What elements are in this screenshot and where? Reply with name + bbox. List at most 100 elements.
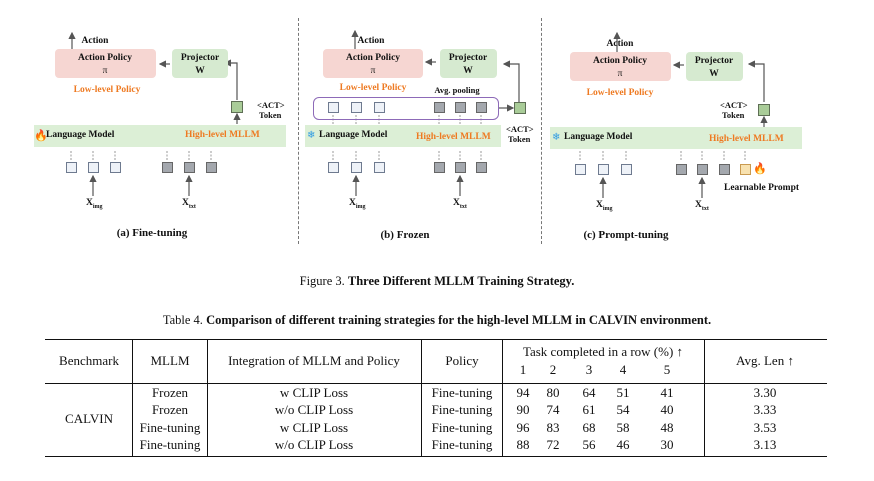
language-model-bar xyxy=(305,125,501,147)
text-token xyxy=(162,162,173,173)
action-policy-label: Action Policy xyxy=(592,56,648,66)
act-token-label: <ACT> xyxy=(720,100,748,110)
image-token xyxy=(598,164,609,175)
table-cell-avg-len: 3.53 xyxy=(753,420,777,435)
avg-pooling-box xyxy=(313,97,499,120)
results-table: Benchmark MLLM Integration of MLLM and P… xyxy=(45,339,827,458)
header-task-completed: Task completed in a row (%) ↑ xyxy=(522,344,684,359)
action-label: Action xyxy=(606,39,634,49)
panel-b-caption: (b) Frozen xyxy=(380,229,430,241)
table-cell-integration: w CLIP Loss xyxy=(279,385,349,400)
table-cell-mllm: Frozen xyxy=(151,385,189,400)
x-img-label: Ximg xyxy=(86,198,103,210)
header-avg-len: Avg. Len ↑ xyxy=(736,353,794,368)
low-level-policy-label: Low-level Policy xyxy=(339,83,407,93)
table-cell-task: 46 xyxy=(616,437,630,452)
header-integration: Integration of MLLM and Policy xyxy=(228,353,400,368)
snowflake-icon: ❄ xyxy=(307,130,316,141)
token-label: Token xyxy=(722,110,745,120)
action-policy-box xyxy=(570,52,671,81)
table-top-rule xyxy=(45,339,827,341)
pooled-image-token xyxy=(374,102,385,113)
high-level-mllm-label: High-level MLLM xyxy=(416,132,491,142)
panel-frozen: Action Action Policy π Projector W Low-l… xyxy=(301,0,540,262)
table-cell-task: 83 xyxy=(546,420,560,435)
act-token xyxy=(514,102,526,114)
table-cell-task: 64 xyxy=(582,385,596,400)
image-token xyxy=(351,162,362,173)
benchmark-cell: CALVIN xyxy=(65,411,113,426)
header-task-4: 4 xyxy=(619,362,627,377)
table-cell-task: 54 xyxy=(616,402,630,417)
table-cell-mllm: Fine-tuning xyxy=(139,420,201,435)
projector-box xyxy=(686,52,743,81)
pooled-text-token xyxy=(434,102,445,113)
act-token-label: <ACT> xyxy=(257,100,285,110)
col-divider xyxy=(704,339,705,457)
text-token xyxy=(476,162,487,173)
table-cell-task: 61 xyxy=(582,402,596,417)
image-token xyxy=(110,162,121,173)
x-txt-label: Xtxt xyxy=(695,200,709,212)
projector-w-label: W xyxy=(195,66,205,76)
text-token xyxy=(206,162,217,173)
action-policy-box xyxy=(323,49,423,78)
panel-divider xyxy=(298,18,299,244)
learnable-prompt-token xyxy=(740,164,751,175)
table-cell-policy: Fine-tuning xyxy=(431,420,493,435)
table-cell-task: 51 xyxy=(616,385,630,400)
table-cell-policy: Fine-tuning xyxy=(431,385,493,400)
action-policy-label: Action Policy xyxy=(77,53,133,63)
table-cell-task: 90 xyxy=(516,402,530,417)
table-caption: Table 4. Comparison of different trainin… xyxy=(162,313,712,327)
language-model-label: Language Model xyxy=(46,130,115,140)
table-cell-integration: w CLIP Loss xyxy=(279,420,349,435)
projector-box xyxy=(172,49,228,78)
projector-w-label: W xyxy=(709,69,719,79)
figure-caption: Figure 3. Three Different MLLM Training … xyxy=(299,274,575,288)
low-level-policy-label: Low-level Policy xyxy=(586,88,654,98)
table-cell-task: 94 xyxy=(516,385,530,400)
col-divider xyxy=(132,339,133,457)
pooled-text-token xyxy=(455,102,466,113)
panel-c-arrows xyxy=(579,31,768,198)
table-bottom-rule xyxy=(45,456,827,458)
col-divider xyxy=(502,339,503,457)
action-label: Action xyxy=(81,36,109,46)
table-cell-task: 88 xyxy=(516,437,530,452)
pi-label: π xyxy=(370,66,376,76)
projector-w-label: W xyxy=(463,66,473,76)
image-token xyxy=(328,162,339,173)
fire-icon: 🔥 xyxy=(753,163,767,175)
table-cell-task: 74 xyxy=(546,402,560,417)
pooled-image-token xyxy=(328,102,339,113)
x-txt-label: Xtxt xyxy=(453,198,467,210)
table-cell-integration: w/o CLIP Loss xyxy=(274,402,354,417)
x-img-label: Ximg xyxy=(349,198,366,210)
panel-fine-tuning: Action Action Policy π Projector W Low-l… xyxy=(0,0,295,262)
table-cell-integration: w/o CLIP Loss xyxy=(274,437,354,452)
image-token xyxy=(621,164,632,175)
token-label: Token xyxy=(259,110,282,120)
pi-label: π xyxy=(617,69,623,79)
text-token xyxy=(184,162,195,173)
header-mllm: MLLM xyxy=(150,353,190,368)
col-divider xyxy=(421,339,422,457)
col-divider xyxy=(207,339,208,457)
image-token xyxy=(66,162,77,173)
table-cell-task: 30 xyxy=(660,437,674,452)
fire-icon: 🔥 xyxy=(34,130,48,142)
language-model-bar xyxy=(34,125,286,147)
header-task-2: 2 xyxy=(549,362,557,377)
panel-a-arrows xyxy=(68,31,241,196)
x-img-label: Ximg xyxy=(596,200,613,212)
image-token xyxy=(374,162,385,173)
table-cell-mllm: Frozen xyxy=(151,402,189,417)
act-token xyxy=(231,101,243,113)
avg-pooling-label: Avg. pooling xyxy=(434,85,480,95)
panel-c-caption: (c) Prompt-tuning xyxy=(583,229,669,241)
projector-label: Projector xyxy=(448,53,488,63)
header-benchmark: Benchmark xyxy=(59,353,119,368)
language-model-label: Language Model xyxy=(319,130,388,140)
act-token-label: <ACT> xyxy=(506,124,534,134)
